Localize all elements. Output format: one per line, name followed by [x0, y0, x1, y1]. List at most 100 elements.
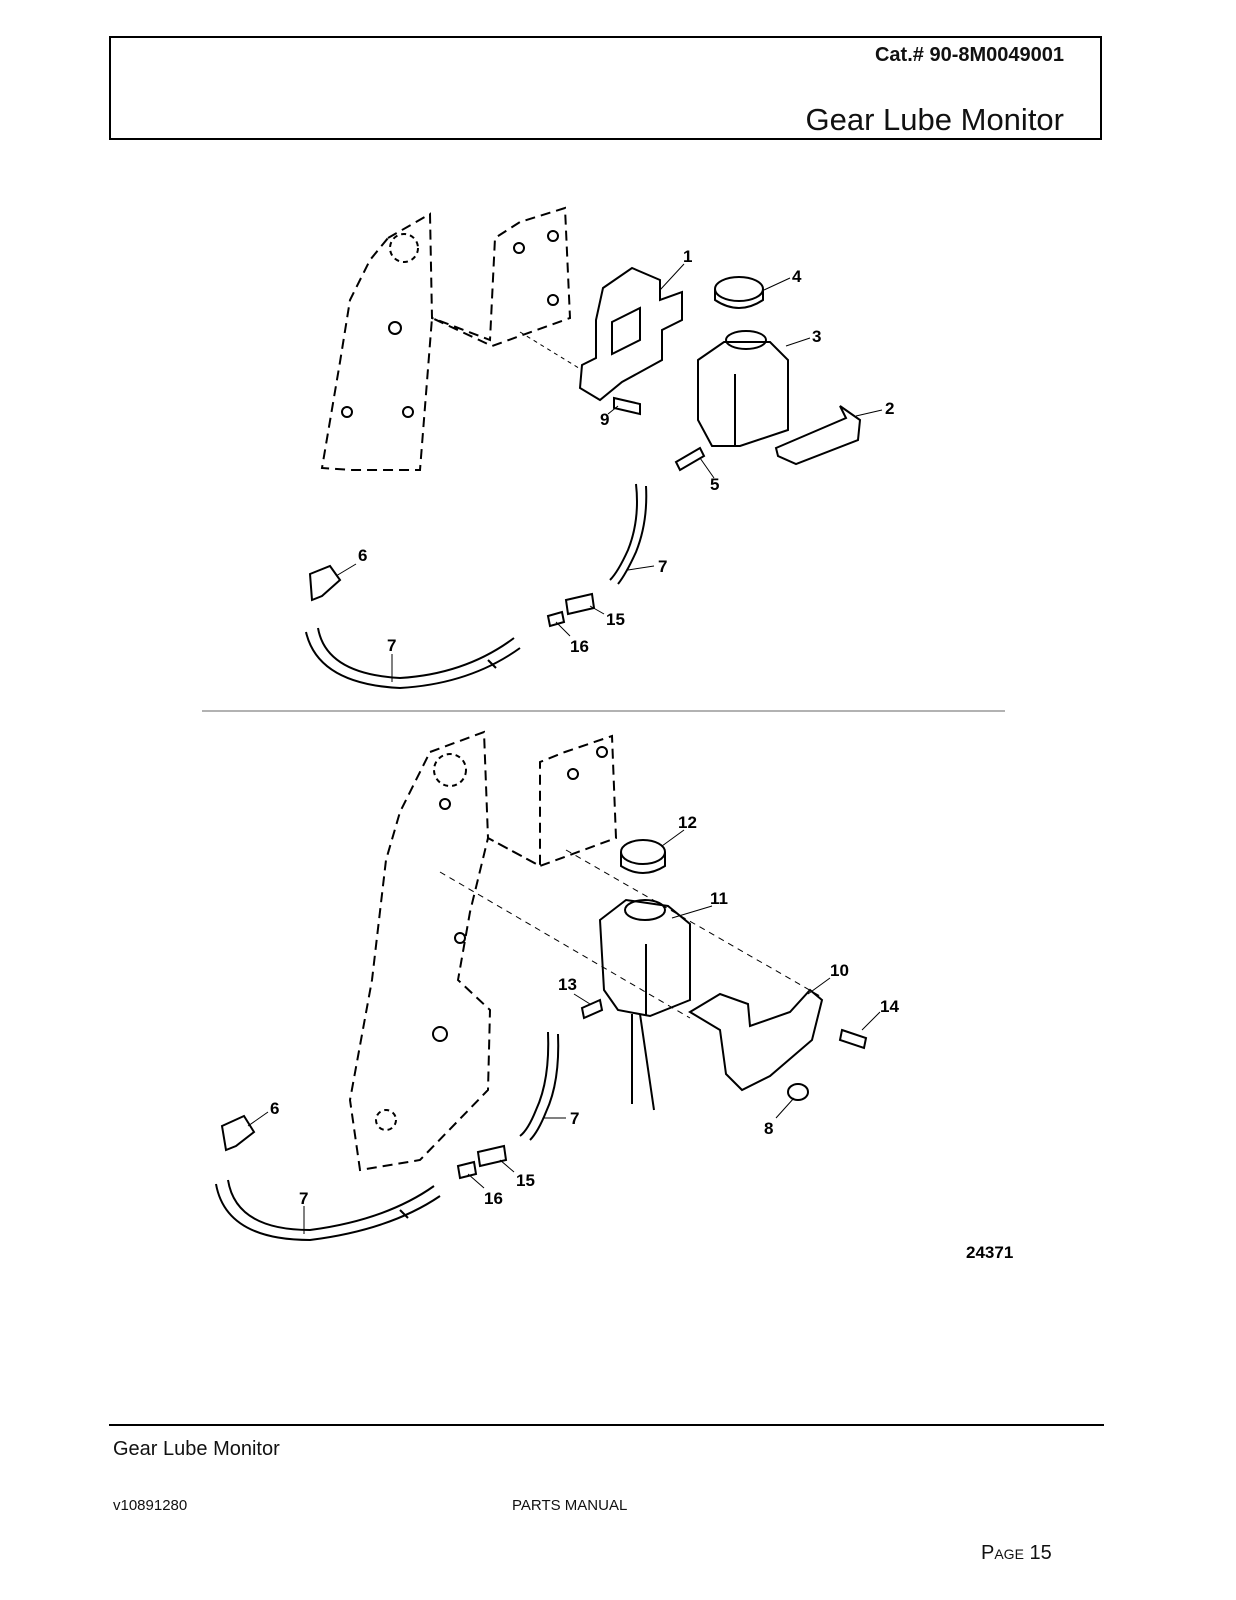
footer-rule	[109, 1424, 1104, 1426]
bottom-part-11-reservoir	[598, 898, 691, 1018]
top-callout: 1	[683, 247, 692, 266]
top-part-4-cap	[714, 276, 764, 302]
bottom-part-12-cap-side	[620, 852, 666, 874]
bottom-mounting-plate-outline	[348, 730, 618, 1172]
bottom-leader	[467, 1173, 485, 1189]
bottom-callout: 11	[710, 889, 728, 908]
bottom-callout: 16	[484, 1189, 503, 1208]
bottom-part-14-bolt	[838, 1028, 868, 1050]
top-part-2-strap	[774, 405, 862, 466]
bottom-leader	[247, 1111, 269, 1127]
top-callout: 7	[658, 557, 667, 576]
top-callout: 15	[606, 610, 625, 629]
bottom-hose-long-cut	[399, 1209, 409, 1219]
bottom-leader	[775, 1097, 795, 1119]
bottom-leader	[573, 993, 591, 1005]
top-part-1-bracket-detail	[611, 306, 641, 356]
bottom-part-16-fitting	[456, 1160, 478, 1180]
bottom-leader	[671, 905, 713, 919]
top-plate-hole	[402, 406, 414, 418]
bottom-callout: 7	[299, 1189, 308, 1208]
bottom-callout: 14	[880, 997, 899, 1016]
bottom-hose-short	[529, 1033, 560, 1141]
bottom-callout: 8	[764, 1119, 773, 1138]
bottom-plate-hole	[433, 753, 467, 787]
top-callout: 5	[710, 475, 719, 494]
bottom-leader	[661, 829, 685, 847]
bottom-leader	[499, 1159, 515, 1173]
bottom-callout: 13	[558, 975, 577, 994]
footer-manual-label: PARTS MANUAL	[512, 1497, 628, 1514]
page-title: Gear Lube Monitor	[805, 102, 1064, 137]
bottom-part-11-wire	[639, 1013, 655, 1111]
bottom-plate-hole	[439, 798, 451, 810]
top-hose-short	[617, 485, 648, 585]
top-hose-short	[609, 483, 638, 581]
bottom-plate-hole	[454, 932, 466, 944]
bottom-plate-hole	[375, 1109, 397, 1131]
top-part-3-reservoir-neck	[725, 330, 767, 350]
top-callout: 9	[600, 410, 609, 429]
top-callout: 4	[792, 267, 802, 286]
bottom-plate-hole	[567, 768, 579, 780]
footer-page: Page 15	[981, 1542, 1052, 1565]
top-diagram	[305, 206, 883, 690]
top-hose-long-cut	[487, 659, 497, 669]
bottom-callout: 6	[270, 1099, 279, 1118]
top-callout: 6	[358, 546, 367, 565]
top-plate-hole	[341, 406, 353, 418]
bottom-hose-short	[519, 1031, 550, 1137]
top-callout: 16	[570, 637, 589, 656]
top-leader	[855, 409, 883, 417]
bottom-part-6-elbow	[220, 1114, 256, 1152]
top-part-3-reservoir	[697, 341, 789, 447]
top-plate-hole	[547, 230, 559, 242]
footer-section-title: Gear Lube Monitor	[113, 1438, 280, 1460]
top-leader	[659, 263, 685, 291]
top-part-1-bracket	[578, 266, 683, 402]
top-part-5-fitting	[674, 446, 706, 472]
top-leader	[335, 563, 357, 577]
bottom-part-11-reservoir-neck	[624, 899, 666, 921]
top-part-15-fitting	[564, 592, 596, 616]
top-leader	[785, 337, 811, 347]
bottom-plate-hole	[596, 746, 608, 758]
top-mounting-plate-outline	[320, 206, 572, 471]
top-callout: 3	[812, 327, 821, 346]
catalog-number: Cat.# 90-8M0049001	[874, 44, 1064, 66]
top-part-4-cap-side	[714, 289, 764, 309]
bottom-callout: 12	[678, 813, 697, 832]
exploded-parts-diagram: 1 4 3 2 9 5 6 7 15 16 7	[202, 206, 1013, 1262]
top-leader	[763, 277, 791, 291]
top-leader-dashed	[519, 331, 583, 371]
bottom-hose-long	[215, 1183, 441, 1242]
bottom-hose-long	[227, 1179, 435, 1232]
top-leader	[627, 565, 655, 571]
figure-number: 24371	[966, 1243, 1013, 1262]
bottom-leader	[861, 1011, 881, 1031]
top-leader	[555, 621, 571, 637]
top-leader	[699, 457, 715, 479]
bottom-part-13-fitting	[580, 998, 604, 1020]
top-leader	[607, 405, 619, 415]
top-part-16-fitting	[546, 610, 566, 628]
top-plate-hole	[513, 242, 525, 254]
top-callout: 2	[885, 399, 894, 418]
bottom-part-15-fitting	[476, 1144, 508, 1168]
top-plate-hole	[389, 233, 419, 263]
bottom-part-10-bracket	[688, 988, 824, 1092]
top-part-9-bolt	[613, 396, 641, 416]
bottom-part-8-nut	[787, 1083, 809, 1101]
bottom-leader-dashed	[439, 871, 691, 1019]
bottom-callout: 10	[830, 961, 849, 980]
top-callout: 7	[387, 636, 396, 655]
top-leader	[589, 605, 605, 615]
top-plate-hole	[388, 321, 402, 335]
bottom-plate-hole	[432, 1026, 448, 1042]
header-box: Cat.# 90-8M0049001 Gear Lube Monitor	[109, 36, 1102, 140]
bottom-callout: 7	[570, 1109, 579, 1128]
page-label: Page	[981, 1542, 1024, 1564]
top-part-6-elbow	[308, 564, 342, 602]
bottom-callout: 15	[516, 1171, 535, 1190]
top-hose-long	[305, 631, 521, 690]
